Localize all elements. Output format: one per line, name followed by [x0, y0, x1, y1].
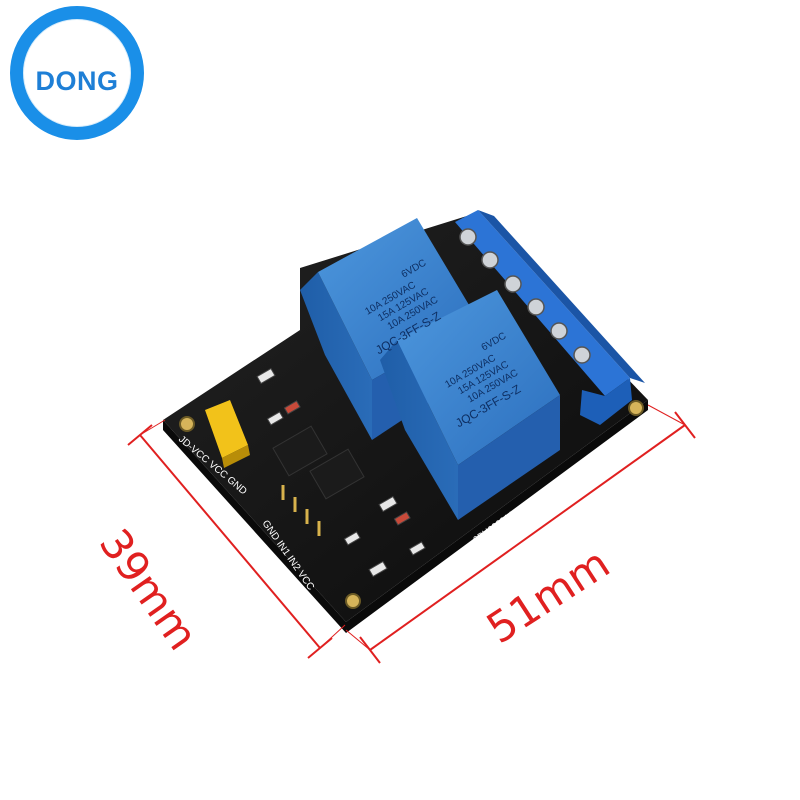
pcb-edge [163, 400, 648, 633]
dimension-39mm-line [127, 419, 346, 659]
mounting-hole [345, 593, 361, 609]
jumper [205, 400, 250, 468]
terminal-block-front [580, 378, 632, 425]
terminal-block-side [478, 210, 645, 383]
optocoupler-1 [272, 425, 328, 477]
dimension-51mm-line [345, 404, 696, 664]
terminal-screws [459, 228, 591, 364]
mounting-hole [179, 416, 195, 432]
header-pins [281, 485, 321, 536]
relay-2 [380, 290, 560, 520]
smd-components [256, 367, 426, 578]
optocoupler-2 [309, 448, 365, 500]
mounting-hole [628, 400, 644, 416]
brand-logo-text: DONG [35, 66, 119, 96]
